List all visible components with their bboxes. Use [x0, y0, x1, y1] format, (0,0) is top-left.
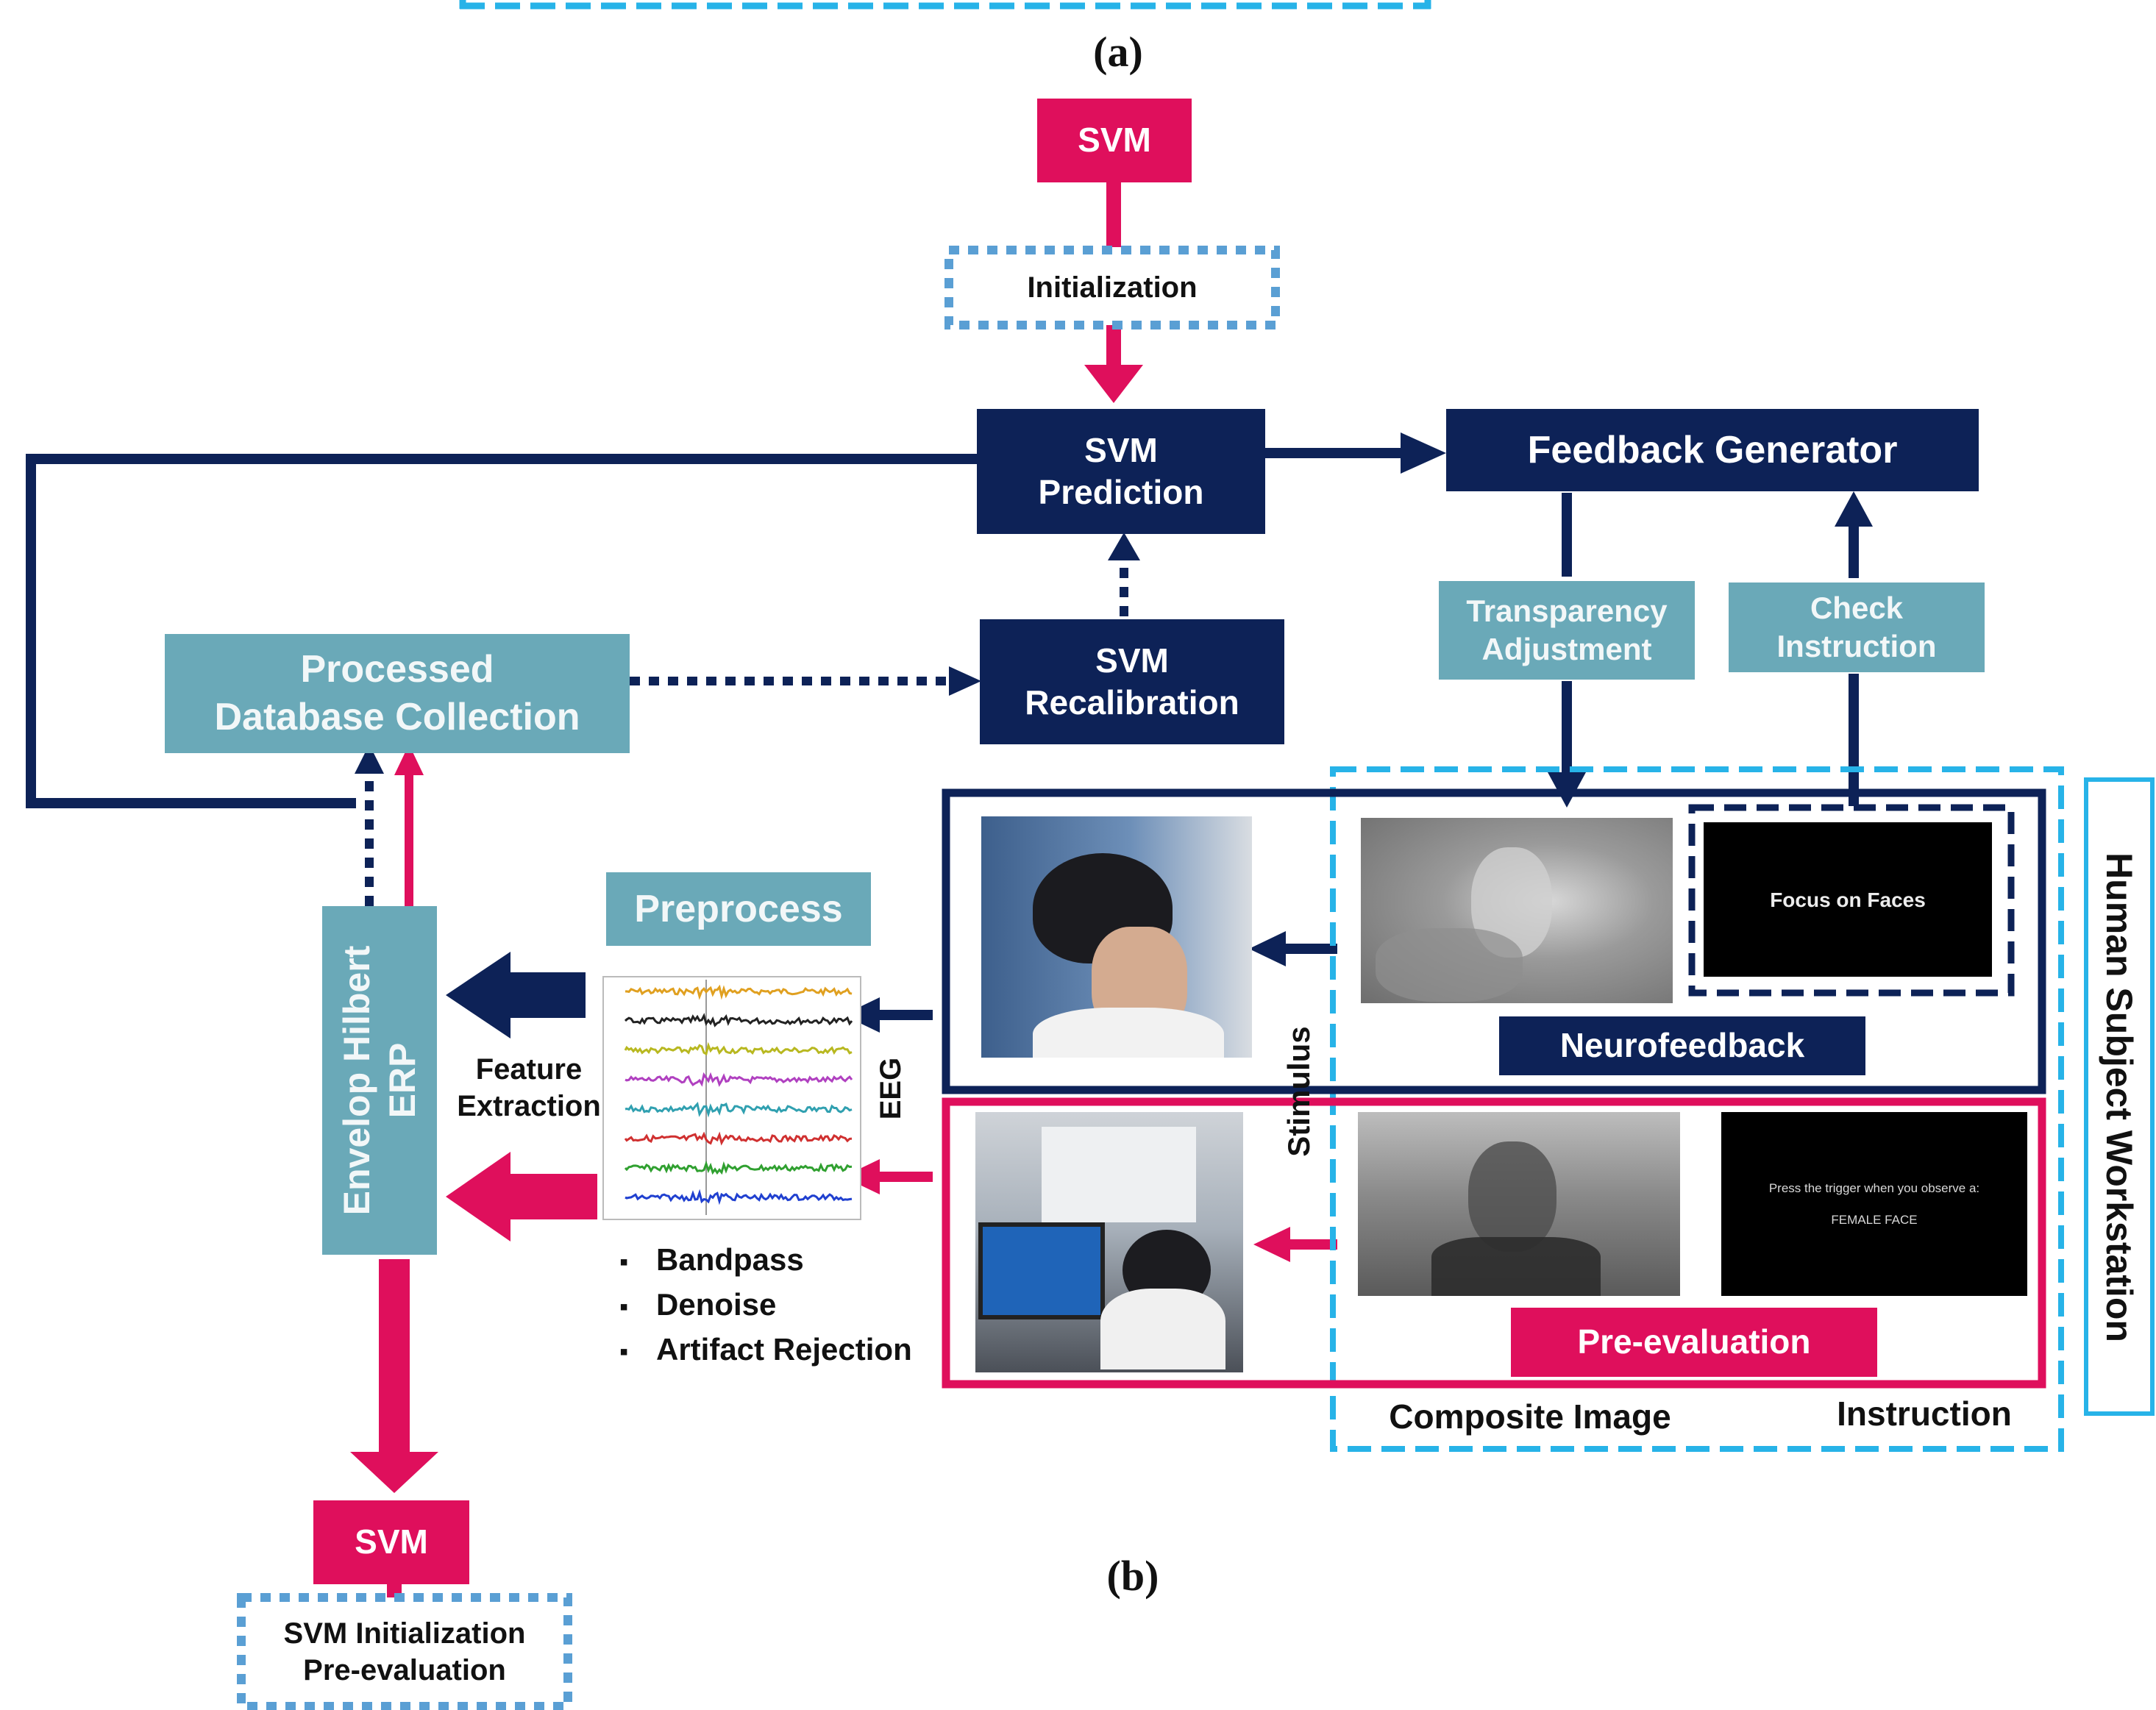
svm-prediction-node: SVM Prediction: [977, 409, 1265, 534]
panel-label-b: (b): [1106, 1551, 1159, 1600]
svm-recalibration-node: SVM Recalibration: [980, 619, 1284, 744]
instruction-caption: Instruction: [1837, 1394, 2012, 1433]
eeg-trace: [625, 1072, 853, 1087]
preprocess-steps-list: Bandpass Denoise Artifact Rejection: [619, 1239, 912, 1373]
trigger-line-2: FEMALE FACE: [1831, 1213, 1918, 1227]
initialization-border: [944, 246, 1280, 329]
eeg-trace: [624, 1160, 853, 1175]
envelop-hilbert-erp-node: [322, 906, 437, 1255]
initialization-node: Initialization: [1027, 271, 1198, 304]
display-region-border: [1330, 766, 2064, 1452]
trigger-line-1: Press the trigger when you observe a:: [1768, 1180, 1980, 1195]
eeg-trace: [625, 984, 853, 1000]
preprocess-node: Preprocess: [606, 872, 871, 946]
eeg-trace: [624, 1013, 853, 1027]
pre-evaluation-label: Pre-evaluation: [1511, 1308, 1877, 1377]
eeg-trace: [624, 1041, 853, 1056]
feature-extraction-label: Feature Extraction: [457, 1053, 601, 1122]
neurofeedback-frame: [942, 788, 2046, 1094]
preprocess-step: Artifact Rejection: [619, 1328, 912, 1373]
panel-label-a: (a): [1093, 27, 1143, 76]
envelop-hilbert-erp-label: Envelop Hilbert ERP: [335, 945, 424, 1216]
feature-extraction-pink-arrow: [446, 1152, 510, 1241]
svm-top-node: SVM: [1037, 99, 1192, 182]
preprocess-step: Denoise: [619, 1283, 912, 1328]
feedback-loop-line: [26, 454, 977, 808]
svm-init-pre-eval-node: SVM Initialization Pre-evaluation: [283, 1617, 526, 1686]
preprocess-step: Bandpass: [619, 1239, 912, 1283]
eeg-trace: [625, 1101, 853, 1118]
eeg-trace: [624, 1131, 853, 1146]
neurofeedback-subject-photo: [981, 816, 1252, 1058]
pre-evaluation-composite-image: [1358, 1112, 1680, 1296]
svm-bottom-node: SVM: [313, 1500, 469, 1584]
instruction-screen-frame: [1688, 804, 2015, 997]
neurofeedback-label: Neurofeedback: [1499, 1016, 1865, 1075]
svm-init-pre-eval-border: [237, 1593, 572, 1710]
trigger-instruction-screen: Press the trigger when you observe a: FE…: [1721, 1112, 2027, 1296]
human-subject-workstation-label: Human Subject Workstation: [2099, 852, 2140, 1342]
init-to-prediction-arrowhead: [1084, 365, 1143, 403]
feedback-generator-node: Feedback Generator: [1446, 409, 1979, 491]
eeg-signal-plot: [602, 976, 861, 1220]
focus-on-faces-screen: Focus on Faces: [1704, 822, 1992, 977]
prediction-to-feedback-arrow: [1401, 432, 1446, 474]
pre-evaluation-frame: [942, 1097, 2046, 1389]
processed-database-node: Processed Database Collection: [165, 634, 630, 753]
stimulus-label: Stimulus: [1281, 1026, 1316, 1157]
to-svm-bottom-arrow: [350, 1452, 438, 1493]
feature-extraction-navy-arrow: [446, 952, 510, 1039]
check-instruction-node: Check Instruction: [1729, 583, 1985, 672]
eeg-trace: [625, 1189, 853, 1205]
eeg-label: EEG: [874, 1057, 907, 1120]
neurofeedback-composite-image: [1361, 818, 1673, 1003]
composite-image-caption: Composite Image: [1389, 1397, 1671, 1436]
transparency-adjustment-node: Transparency Adjustment: [1439, 581, 1695, 680]
pre-evaluation-subject-photo: [975, 1112, 1243, 1372]
